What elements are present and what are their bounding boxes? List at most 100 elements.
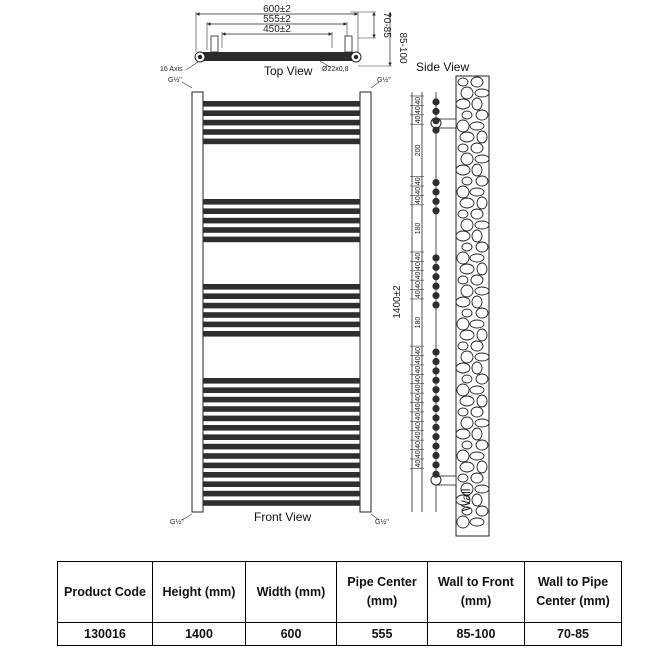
towel-bar	[203, 481, 360, 487]
side-bar-dot	[432, 367, 440, 375]
spacing-label: 40	[415, 177, 422, 185]
wall-stone	[456, 251, 470, 265]
front-view: G½" G½" G½" G½" Front View	[168, 76, 391, 526]
wall-stone	[475, 175, 489, 187]
wall-stone	[475, 373, 489, 385]
wall-stone	[455, 230, 471, 242]
side-bar-dot	[432, 442, 440, 450]
towel-bar	[203, 462, 360, 469]
connection-top-right: G½"	[377, 76, 391, 84]
spacing-label: 200	[415, 144, 422, 156]
wall-stone	[461, 308, 473, 318]
spacing-label: 40	[415, 97, 422, 105]
side-bar-dot	[432, 291, 440, 300]
wall-stone	[470, 406, 484, 418]
towel-bar	[203, 321, 360, 328]
wall-stone	[459, 329, 475, 341]
towel-bar	[203, 119, 360, 126]
spacing-label: 40	[415, 347, 422, 355]
towel-bar	[203, 236, 360, 243]
spacing-label: 180	[415, 222, 422, 234]
side-bar-dot	[432, 126, 440, 134]
wall-stone	[459, 131, 475, 143]
spacing-label: 40	[415, 413, 422, 421]
spacing-label: 40	[415, 106, 422, 114]
spacing-label: 40	[415, 394, 422, 402]
wall-stone	[469, 253, 485, 263]
spacing-label: 40	[415, 450, 422, 458]
wall-stone	[471, 361, 483, 375]
wall-stone	[470, 274, 484, 286]
wall-stone	[457, 143, 469, 153]
wall-stone	[455, 98, 471, 110]
cell-product-code: 130016	[57, 622, 153, 646]
towel-bar	[203, 387, 360, 393]
wall-stone	[457, 275, 469, 285]
towel-bar	[203, 331, 360, 337]
top-view-label: Top View	[264, 64, 313, 78]
cell-wall-to-front: 85-100	[427, 622, 525, 646]
wall-stone	[455, 164, 471, 176]
wall-stone	[471, 97, 483, 111]
towel-bar	[203, 312, 360, 318]
wall-stone	[475, 241, 489, 253]
wall-stone	[457, 209, 469, 219]
wall-stone	[457, 341, 469, 351]
towel-bar	[203, 453, 360, 459]
left-upright	[191, 91, 204, 513]
wall-stone	[455, 296, 471, 308]
side-bar-dot	[432, 461, 440, 469]
wall-stone	[474, 352, 490, 362]
height-dimension: 1400±2	[392, 285, 403, 319]
axis-note: 16 Axis	[160, 66, 183, 73]
wall-stone	[476, 130, 488, 144]
side-bar-dot	[432, 263, 440, 271]
towel-bar	[203, 415, 360, 422]
side-bar-dot	[432, 282, 440, 290]
wall-stone	[471, 163, 483, 177]
wall-stone	[471, 427, 483, 441]
wall-stone	[459, 263, 475, 275]
towel-bar	[203, 138, 360, 145]
header-wall-to-front: Wall to Front (mm)	[427, 561, 525, 623]
towel-bar	[203, 110, 360, 116]
wall-stone	[457, 407, 469, 417]
spacing-label: 40	[415, 441, 422, 449]
dim-wall-to-front: 85-100	[397, 32, 408, 64]
spacing-label: 40	[415, 384, 422, 392]
wall-label: Wall	[459, 489, 473, 512]
wall-stone	[461, 440, 473, 450]
wall-stone	[476, 394, 488, 408]
wall-stone	[469, 121, 485, 131]
side-bar-dot	[432, 348, 440, 356]
cell-pipe-center: 555	[336, 622, 428, 646]
wall-stone	[476, 262, 488, 276]
towel-bar	[203, 425, 360, 431]
wall-stone	[460, 86, 474, 100]
wall-stone	[457, 473, 469, 483]
side-bar-dot	[432, 107, 440, 115]
dim-600: 600±2	[263, 4, 291, 15]
wall-stone	[456, 383, 470, 397]
top-view: 600±2 555±2 450±2 70-85 85-100 16 Axis Ø…	[160, 4, 408, 78]
side-bar-dot	[432, 423, 440, 431]
side-bar-dot	[432, 207, 440, 215]
towel-bars	[203, 101, 360, 506]
header-width: Width (mm)	[245, 561, 337, 623]
wall-stone	[460, 416, 474, 430]
wall-stone	[469, 187, 485, 197]
wall-stone	[475, 307, 489, 319]
wall-stone	[459, 461, 475, 473]
wall-stone	[475, 109, 489, 121]
towel-bar	[203, 490, 360, 497]
side-bar-dot	[432, 188, 440, 196]
side-bar-dot	[432, 395, 440, 403]
wall-stone	[455, 362, 471, 374]
wall-stone	[461, 374, 473, 384]
wall-stone	[460, 350, 474, 364]
spacing-label: 40	[415, 375, 422, 383]
radiator-technical-drawing: 600±2 555±2 450±2 70-85 85-100 16 Axis Ø…	[160, 4, 490, 537]
side-bar-dot	[432, 414, 440, 422]
spacing-label: 40	[415, 403, 422, 411]
cell-width: 600	[245, 622, 337, 646]
